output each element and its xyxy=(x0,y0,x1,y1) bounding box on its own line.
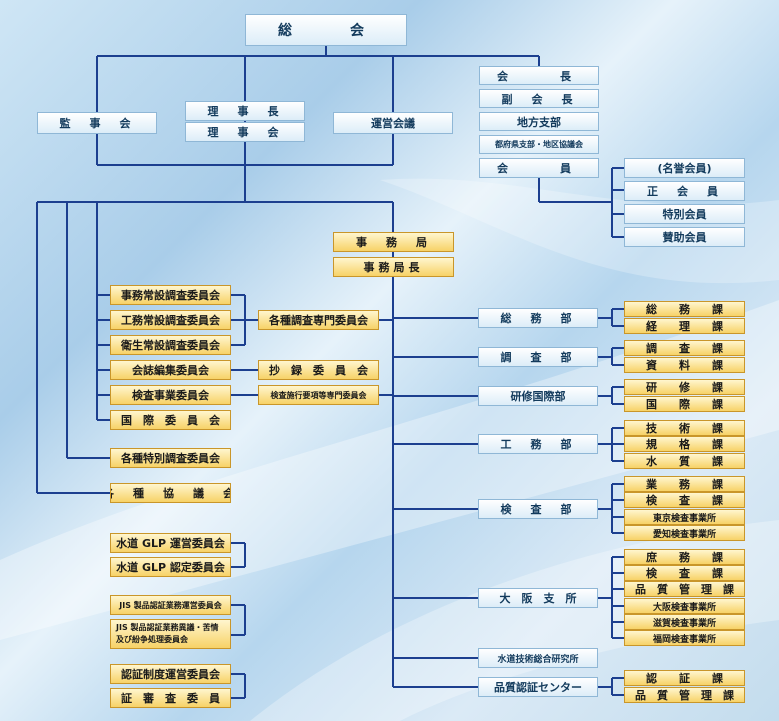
members-box: 会 員 xyxy=(479,158,599,178)
journal-committee: 会誌編集委員会 xyxy=(110,360,231,380)
dept-research: 調 査 部 xyxy=(478,347,598,367)
section-quality-mgmt: 品 質 管 理 課 xyxy=(624,687,745,703)
dept-water-research-institute: 水道技術総合研究所 xyxy=(478,648,598,668)
dept-osaka-branch: 大 阪 支 所 xyxy=(478,588,598,608)
jis-complaint-line2: 及び紛争処理委員会 xyxy=(116,635,188,644)
regular-member-box: 正 会 員 xyxy=(624,181,745,201)
dept-quality-cert-center: 品質認証センター xyxy=(478,677,598,697)
dept-training-international: 研修国際部 xyxy=(478,386,598,406)
glp-certification-committee: 水道 GLP 認定委員会 xyxy=(110,557,231,577)
section-osaka-office: 大阪検査事業所 xyxy=(624,598,745,614)
section-technology: 技 術 課 xyxy=(624,420,745,436)
international-committee: 国 際 委 員 会 xyxy=(110,410,231,430)
section-osaka-quality: 品 質 管 理 課 xyxy=(624,581,745,597)
section-shiga-office: 滋賀検査事業所 xyxy=(624,614,745,630)
general-meeting-box: 総 会 xyxy=(245,14,407,46)
secretariat-box: 事 務 局 xyxy=(333,232,454,252)
section-water-quality: 水 質 課 xyxy=(624,453,745,469)
dept-general-affairs: 総 務 部 xyxy=(478,308,598,328)
section-aichi-office: 愛知検査事業所 xyxy=(624,525,745,541)
section-tokyo-office: 東京検査事業所 xyxy=(624,509,745,525)
section-fukuoka-office: 福岡検査事業所 xyxy=(624,630,745,646)
special-survey-committee: 各種特別調査委員会 xyxy=(110,448,231,468)
section-accounting: 経 理 課 xyxy=(624,318,745,334)
supporting-member-box: 賛助会員 xyxy=(624,227,745,247)
glp-operations-committee: 水道 GLP 運営委員会 xyxy=(110,533,231,553)
councils-box: 各 種 協 議 会 xyxy=(110,483,231,503)
dept-inspection: 検 査 部 xyxy=(478,499,598,519)
inspection-special-committee: 検査施行要項等専門委員会 xyxy=(258,385,379,405)
regional-branch-box: 地方支部 xyxy=(479,112,599,131)
secretariat-director-box: 事務局長 xyxy=(333,257,454,277)
section-international: 国 際 課 xyxy=(624,396,745,412)
jis-complaint-committee: JIS 製品認証業務異議・苦情 及び紛争処理委員会 xyxy=(110,619,231,649)
section-materials: 資 料 課 xyxy=(624,357,745,373)
section-training: 研 修 課 xyxy=(624,379,745,395)
section-osaka-inspection: 検 査 課 xyxy=(624,565,745,581)
steering-box: 運営会議 xyxy=(333,112,453,134)
standing-committee-admin: 事務常設調査委員会 xyxy=(110,285,231,305)
inspection-committee: 検査事業委員会 xyxy=(110,385,231,405)
vice-president-box: 副 会 長 xyxy=(479,89,599,108)
section-general-affairs: 総 務 課 xyxy=(624,301,745,317)
section-osaka-general: 庶 務 課 xyxy=(624,549,745,565)
cert-system-committee: 認証制度運営委員会 xyxy=(110,664,231,684)
section-research: 調 査 課 xyxy=(624,340,745,356)
section-operations: 業 務 課 xyxy=(624,476,745,492)
chairman-box: 理 事 長 xyxy=(185,101,305,121)
board-box: 理 事 会 xyxy=(185,122,305,142)
cert-review-committee: 認 証 審 査 委 員 会 xyxy=(110,688,231,708)
section-certification: 認 証 課 xyxy=(624,670,745,686)
honorary-member-box: (名誉会員) xyxy=(624,158,745,178)
special-member-box: 特別会員 xyxy=(624,204,745,224)
prefectural-branch-box: 都府県支部・地区協議会 xyxy=(479,135,599,154)
jis-complaint-line1: JIS 製品認証業務異議・苦情 xyxy=(116,623,219,632)
dept-engineering: 工 務 部 xyxy=(478,434,598,454)
abstract-committee: 抄 録 委 員 会 xyxy=(258,360,379,380)
auditors-box: 監 事 会 xyxy=(37,112,157,134)
standing-committee-engineering: 工務常設調査委員会 xyxy=(110,310,231,330)
section-standards: 規 格 課 xyxy=(624,436,745,452)
standing-committee-hygiene: 衛生常設調査委員会 xyxy=(110,335,231,355)
jis-operations-committee: JIS 製品認証業務運営委員会 xyxy=(110,595,231,615)
section-inspection: 検 査 課 xyxy=(624,492,745,508)
specialist-committee: 各種調査専門委員会 xyxy=(258,310,379,330)
president-box: 会 長 xyxy=(479,66,599,85)
